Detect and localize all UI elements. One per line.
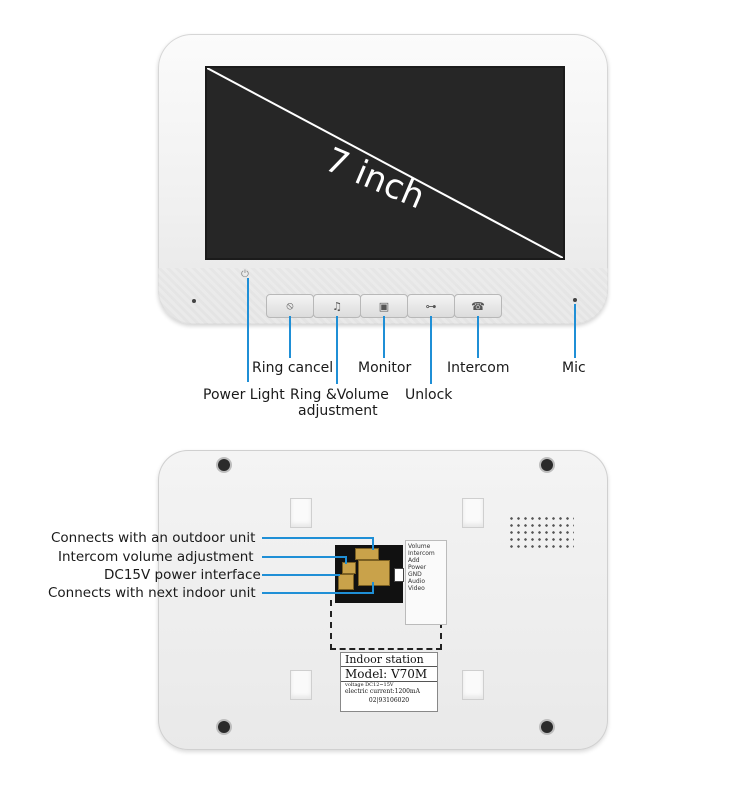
intercom-button[interactable]: ☎	[454, 294, 502, 318]
outdoor-line-h	[262, 537, 374, 539]
screw-bottom-left	[218, 721, 230, 733]
volume-line-v	[345, 556, 347, 564]
unlock-line	[430, 316, 432, 384]
screw-bottom-right	[541, 721, 553, 733]
mounting-outline	[330, 600, 442, 650]
intercom-label: Intercom	[447, 360, 510, 376]
intercom-line	[477, 316, 479, 358]
label-voltage: voltage DC12~15V	[345, 682, 394, 688]
volume-knob[interactable]	[342, 562, 356, 574]
ring-cancel-line	[289, 316, 291, 358]
phone-icon: ☎	[471, 299, 485, 313]
key-icon: ⊶	[425, 299, 437, 313]
mount-clip-bottom-right	[462, 670, 484, 700]
monitor-line	[383, 316, 385, 358]
next-indoor-line-h	[262, 592, 374, 594]
ring-cancel-label: Ring cancel	[252, 360, 334, 376]
unlock-label: Unlock	[405, 387, 453, 403]
next-indoor-line-v	[372, 582, 374, 594]
ring-volume-line	[336, 316, 338, 384]
sticker-line: Add	[408, 557, 420, 564]
ring-volume-button[interactable]: ♫	[313, 294, 361, 318]
power-light-label: Power Light	[203, 387, 285, 403]
screw-top-right	[541, 459, 553, 471]
left-dot	[192, 299, 196, 303]
power-line	[262, 574, 340, 576]
intercom-volume-annotation: Intercom volume adjustment	[58, 549, 254, 565]
outdoor-unit-annotation: Connects with an outdoor unit	[51, 530, 256, 546]
power-light-icon: ⏻	[241, 269, 249, 280]
mount-clip-top-right	[462, 498, 484, 528]
mic-hole	[573, 298, 577, 302]
mic-line	[574, 304, 576, 358]
wiring-sticker: Volume Intercom Add Power GND Audio Vide…	[405, 540, 447, 625]
ring-volume-label-2: adjustment	[298, 403, 378, 419]
volume-line-h	[262, 556, 346, 558]
mic-label: Mic	[562, 360, 586, 376]
music-note-icon: ♫	[332, 299, 342, 313]
monitor-icon: ▣	[378, 299, 390, 313]
label-serial: 02|93106020	[368, 697, 410, 704]
ring-volume-label: Ring &Volume	[290, 387, 389, 403]
label-title: Indoor station	[341, 653, 437, 667]
next-indoor-annotation: Connects with next indoor unit	[48, 585, 256, 601]
small-switch	[394, 568, 404, 582]
sticker-line: Audio	[408, 578, 426, 585]
sticker-line: Video	[408, 585, 425, 592]
model-label: Indoor station Model: V70M voltage DC12~…	[340, 652, 438, 712]
mount-clip-bottom-left	[290, 670, 312, 700]
power-connector[interactable]	[358, 560, 390, 586]
unlock-button[interactable]: ⊶	[407, 294, 455, 318]
ring-cancel-icon: ⦸	[286, 299, 294, 312]
outdoor-unit-connector[interactable]	[355, 548, 379, 560]
outdoor-line-v	[372, 537, 374, 550]
speaker-grille	[508, 515, 574, 551]
sticker-line: Power	[408, 564, 427, 571]
ring-cancel-button[interactable]: ⦸	[266, 294, 314, 318]
power-jack[interactable]	[338, 574, 354, 590]
display-screen	[207, 68, 563, 258]
monitor-button[interactable]: ▣	[360, 294, 408, 318]
screen-diagonal	[207, 68, 563, 258]
screw-top-left	[218, 459, 230, 471]
sticker-line: Intercom	[408, 550, 435, 557]
monitor-label: Monitor	[358, 360, 412, 376]
power-interface-annotation: DC15V power interface	[104, 567, 261, 583]
sticker-line: Volume	[408, 543, 431, 550]
sticker-line: GND	[408, 571, 422, 578]
label-model: Model: V70M	[341, 667, 437, 682]
power-light-line	[247, 278, 249, 382]
label-current: electric current:1200mA	[345, 688, 420, 695]
mount-clip-top-left	[290, 498, 312, 528]
